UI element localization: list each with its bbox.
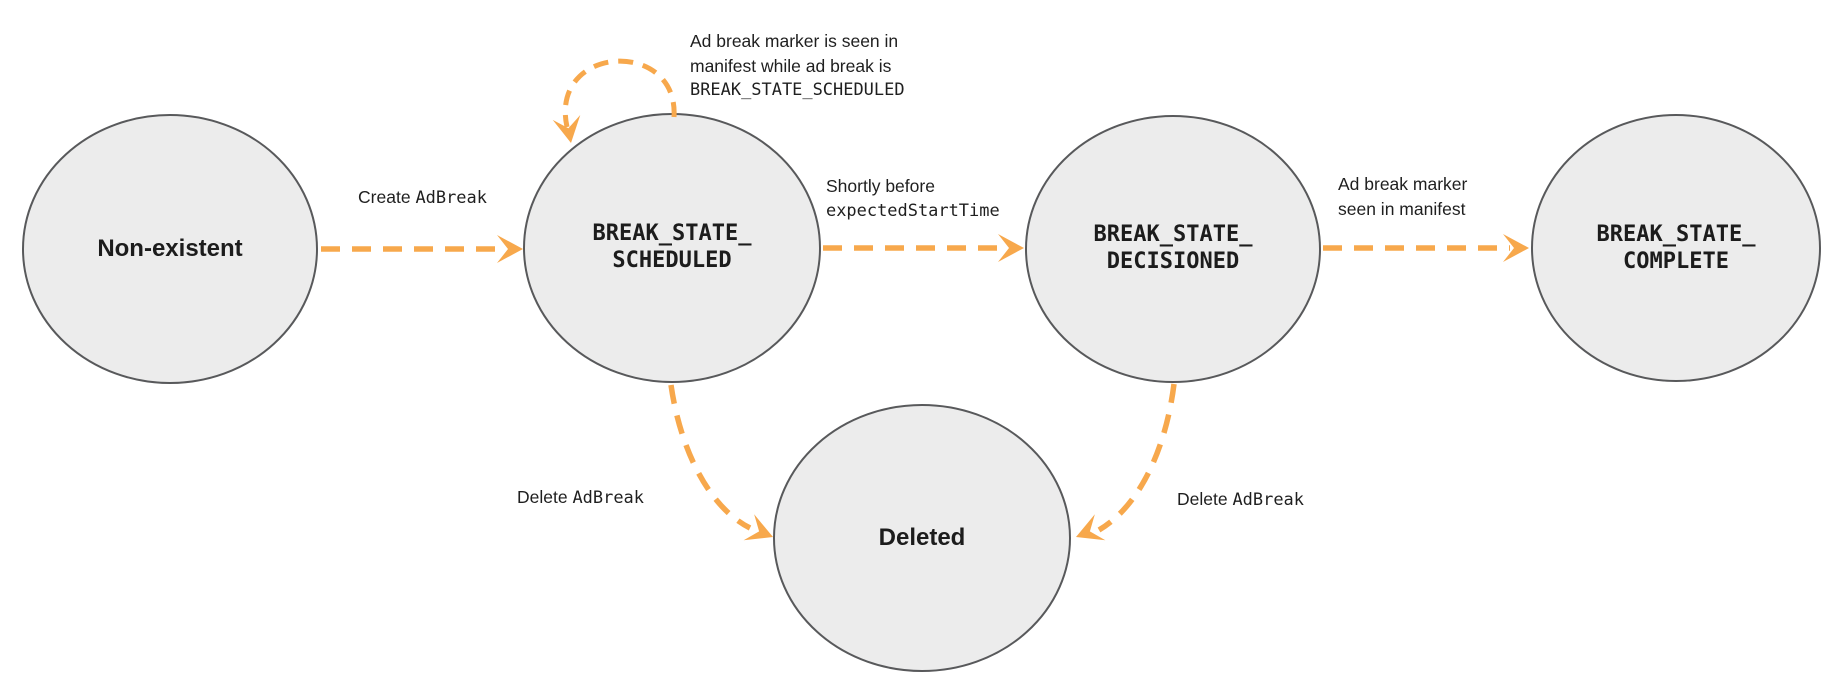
arrowhead-self-loop-icon <box>552 114 581 143</box>
edge-label-delete-from-scheduled-code: AdBreak <box>572 488 644 508</box>
state-label-deleted: Deleted <box>878 524 966 551</box>
edge-self-loop <box>562 58 677 128</box>
state-label-decisioned: BREAK_STATE_ DECISIONED <box>1033 221 1313 275</box>
arrowhead-delete-from-scheduled-icon <box>743 514 773 541</box>
state-ellipse-decisioned <box>1025 115 1321 383</box>
state-ellipse-non-existent <box>22 114 318 384</box>
arrowhead-to-complete-icon <box>1503 234 1529 262</box>
edge-label-to-decisioned-line2: expectedStartTime <box>826 200 1000 221</box>
state-label-complete-line2: COMPLETE <box>1623 249 1729 274</box>
state-label-scheduled-line2: SCHEDULED <box>612 248 732 273</box>
state-label-decisioned-line2: DECISIONED <box>1106 249 1240 274</box>
edge-label-delete-from-scheduled-text: Delete <box>517 487 573 507</box>
edge-label-delete-from-scheduled: Delete AdBreak <box>517 485 644 511</box>
state-label-non-existent: Non-existent <box>97 235 243 262</box>
edge-delete-from-decisioned <box>1097 383 1177 533</box>
edge-label-create: Create AdBreak <box>330 185 515 211</box>
edge-label-delete-from-decisioned-text: Delete <box>1177 489 1233 509</box>
edge-label-to-complete-line2: seen in manifest <box>1338 198 1466 219</box>
edge-delete-from-scheduled <box>668 384 752 531</box>
edge-label-self-loop: Ad break marker is seen in manifest whil… <box>690 29 905 103</box>
edge-label-create-code: AdBreak <box>415 188 487 208</box>
state-label-scheduled: BREAK_STATE_ SCHEDULED <box>532 220 812 274</box>
arrowhead-to-decisioned-icon <box>998 234 1024 262</box>
edge-label-create-text: Create <box>358 187 416 207</box>
edge-label-to-complete-line1: Ad break marker <box>1338 174 1468 194</box>
state-label-complete: BREAK_STATE_ COMPLETE <box>1536 221 1816 275</box>
state-ellipse-deleted <box>773 404 1071 672</box>
state-label-decisioned-line1: BREAK_STATE_ <box>1093 222 1253 247</box>
edge-label-self-loop-line3: BREAK_STATE_SCHEDULED <box>690 80 905 100</box>
arrowhead-create-icon <box>497 235 523 263</box>
edge-label-to-decisioned-line1: Shortly before <box>826 176 935 196</box>
state-ellipse-complete <box>1531 114 1821 382</box>
edge-label-self-loop-line2: manifest while ad break is <box>690 55 892 76</box>
edge-label-delete-from-decisioned: Delete AdBreak <box>1177 487 1304 513</box>
edge-label-to-complete: Ad break marker seen in manifest <box>1338 172 1467 221</box>
edge-label-self-loop-line1: Ad break marker is seen in <box>690 31 899 51</box>
state-label-complete-line1: BREAK_STATE_ <box>1596 222 1756 247</box>
state-label-scheduled-line1: BREAK_STATE_ <box>592 221 752 246</box>
edge-label-to-decisioned: Shortly before expectedStartTime <box>826 174 1000 223</box>
arrowhead-delete-from-decisioned-icon <box>1076 514 1106 541</box>
edge-label-delete-from-decisioned-code: AdBreak <box>1232 490 1304 510</box>
